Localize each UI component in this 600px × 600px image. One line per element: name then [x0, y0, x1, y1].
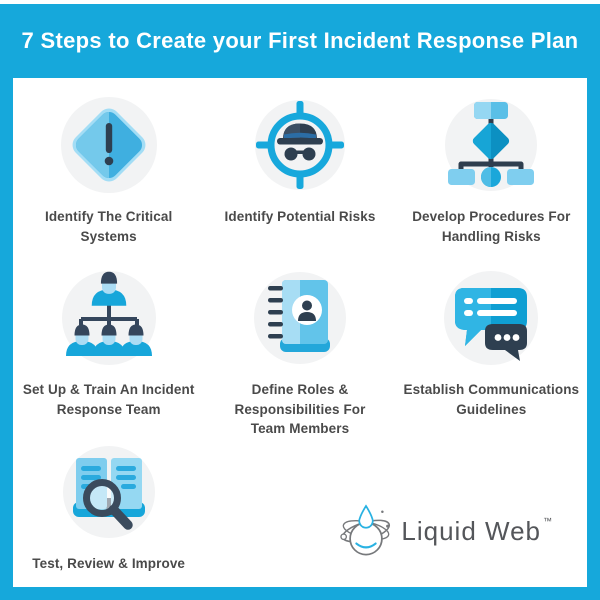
spy-crosshair-icon — [250, 95, 350, 195]
step-card-7: Test, Review & Improve — [13, 432, 204, 587]
step-label: Develop Procedures For Handling Risks — [412, 209, 571, 244]
page-title: 7 Steps to Create your First Incident Re… — [21, 28, 579, 53]
step-card-4: Set Up & Train An Incident Response Team — [13, 250, 204, 432]
alert-diamond-icon — [59, 95, 159, 195]
content-area: Identify The Critical Systems — [13, 78, 587, 587]
step-card-6: Establish Communications Guidelines — [396, 250, 587, 432]
cyan-border-frame: 7 Steps to Create your First Incident Re… — [0, 4, 600, 600]
steps-row-3: Test, Review & Improve — [13, 432, 587, 587]
step-card-2: Identify Potential Risks — [204, 78, 395, 250]
step-label: Identify The Critical Systems — [44, 209, 173, 244]
logo-trademark: ™ — [543, 516, 552, 526]
liquidweb-logo-icon — [340, 504, 391, 556]
step-card-1: Identify The Critical Systems — [13, 78, 204, 250]
chat-bubbles-icon — [441, 268, 541, 368]
step-label: Test, Review & Improve — [32, 556, 186, 571]
step-label: Identify Potential Risks — [224, 209, 376, 224]
step-card-5: Define Roles & Responsibilities For Team… — [204, 250, 395, 436]
step-card-3: Develop Procedures For Handling Risks — [396, 78, 587, 250]
step-label: Establish Communications Guidelines — [403, 382, 580, 417]
step-label: Define Roles & Responsibilities For Team… — [234, 382, 366, 437]
steps-row-2: Set Up & Train An Incident Response Team — [13, 250, 587, 436]
team-orgchart-icon — [59, 268, 159, 368]
brand-logo: Liquid Web ™ — [340, 502, 552, 560]
book-magnifier-icon — [59, 442, 159, 542]
header-bar: 7 Steps to Create your First Incident Re… — [0, 4, 600, 78]
flowchart-icon — [441, 95, 541, 195]
step-label: Set Up & Train An Incident Response Team — [22, 382, 195, 417]
logo-text: Liquid Web — [401, 515, 541, 546]
logo-area: Liquid Web ™ — [204, 432, 587, 587]
contact-book-icon — [250, 268, 350, 368]
steps-row-1: Identify The Critical Systems — [13, 78, 587, 250]
